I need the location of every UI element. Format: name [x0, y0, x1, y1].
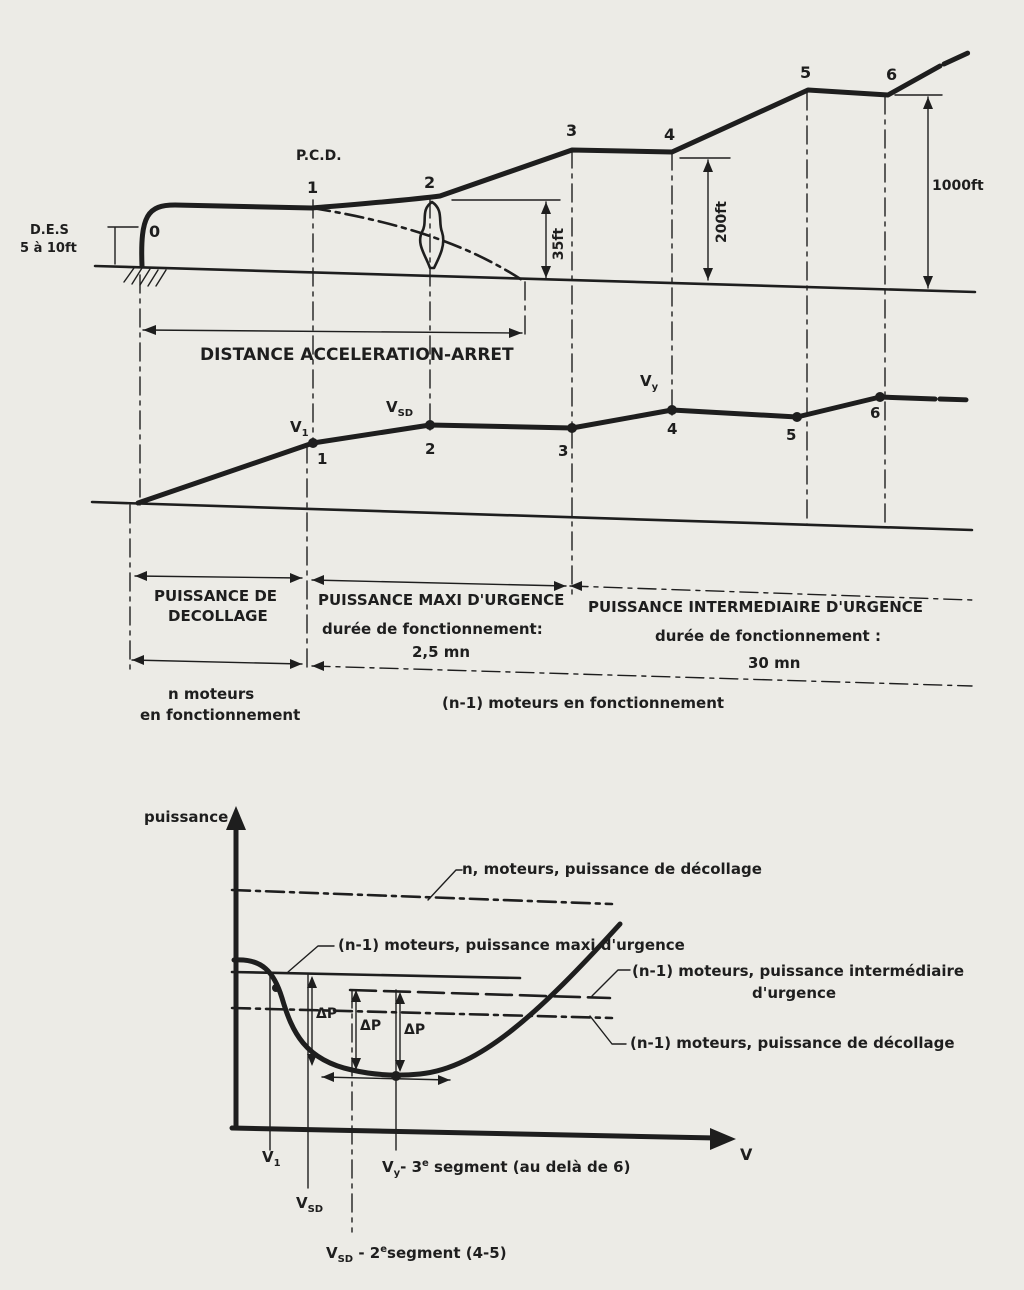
phase-max-duration-1: durée de fonctionnement:	[322, 620, 543, 638]
phase-takeoff-power-1: PUISSANCE DE	[154, 587, 277, 605]
distance-label: DISTANCE ACCELERATION-ARRET	[200, 345, 514, 365]
leader-n1-max	[287, 945, 335, 973]
speed-point-6: 6	[870, 404, 880, 422]
phase-max-emergency: PUISSANCE MAXI D'URGENCE	[318, 591, 564, 609]
line-n1-takeoff	[230, 1006, 614, 1020]
speed-profile: V1 VSD Vy 1 2 3 4 5 6	[90, 372, 975, 532]
label-vsd-segment: VSD - 2esegment (4-5)	[326, 1244, 507, 1265]
profile-point-1: 1	[307, 178, 318, 197]
speed-baseline	[90, 500, 974, 532]
leader-n1-inter	[591, 969, 631, 997]
leader-n-takeoff	[427, 869, 463, 901]
speed-point-5: 5	[786, 426, 796, 444]
label-n-takeoff: n, moteurs, puissance de décollage	[462, 860, 762, 878]
profile-point-5: 5	[800, 63, 811, 82]
speed-point-3: 3	[558, 442, 568, 460]
speed-curve	[135, 394, 938, 506]
pcd-label: P.C.D.	[296, 148, 342, 164]
phase-max-duration-2: 2,5 mn	[412, 643, 470, 661]
phase-arrow-max	[311, 579, 567, 587]
height-1000-label: 1000ft	[932, 178, 984, 194]
speed-point-2: 2	[425, 440, 435, 458]
label-n1-takeoff: (n-1) moteurs, puissance de décollage	[630, 1034, 955, 1052]
engine-arrow-n1	[311, 665, 973, 687]
phases-section: PUISSANCE DE DECOLLAGE PUISSANCE MAXI D'…	[131, 571, 973, 724]
speed-vy-label: Vy	[640, 372, 659, 393]
delta-p-label-2: ΔP	[360, 1018, 381, 1034]
profile-point-3: 3	[566, 121, 577, 140]
leader-n1-takeoff	[589, 1015, 627, 1045]
engines-n-2: en fonctionnement	[140, 706, 300, 724]
des-height-label: 5 à 10ft	[20, 241, 77, 256]
flight-path-continuation	[941, 49, 973, 67]
delta-p-label-1: ΔP	[316, 1006, 337, 1022]
phase-inter-emergency: PUISSANCE INTERMEDIAIRE D'URGENCE	[588, 598, 923, 616]
line-n1-inter	[348, 988, 612, 1000]
power-x-axis-label: V	[740, 1145, 753, 1164]
profile-verticals	[129, 91, 886, 673]
label-v1: V1	[262, 1148, 281, 1169]
phase-inter-duration-2: 30 mn	[748, 654, 800, 672]
phase-takeoff-power-2: DECOLLAGE	[168, 607, 268, 625]
ground-hatching	[123, 267, 167, 287]
height-35-label: 35ft	[551, 228, 567, 261]
profile-point-6: 6	[886, 65, 897, 84]
ground-line	[93, 264, 977, 294]
label-vy-segment: Vy- 3e segment (au delà de 6)	[382, 1158, 630, 1179]
line-n1-max	[230, 970, 522, 980]
profile-point-0: 0	[149, 222, 160, 241]
delta-p-label-3: ΔP	[404, 1022, 425, 1038]
label-vsd: VSD	[296, 1194, 323, 1215]
speed-point-4: 4	[667, 420, 677, 438]
height-200-label: 200ft	[714, 201, 730, 243]
flight-path	[139, 63, 943, 269]
label-n1-max: (n-1) moteurs, puissance maxi d'urgence	[338, 936, 685, 954]
des-label: D.E.S	[30, 223, 69, 238]
speed-markers	[308, 392, 885, 448]
power-chart: puissance V ΔP ΔP ΔP	[144, 806, 964, 1265]
distance-dimension	[142, 329, 523, 334]
speed-vsd-label: VSD	[386, 398, 413, 419]
label-n1-inter-1: (n-1) moteurs, puissance intermédiaire	[632, 962, 964, 980]
takeoff-profile: D.E.S 5 à 10ft 35ft 200ft 1000ft P.C.D. …	[20, 49, 984, 673]
phase-arrow-takeoff	[134, 575, 303, 579]
speed-v1-label: V1	[290, 418, 309, 439]
profile-point-4: 4	[664, 125, 675, 144]
obstacle-icon	[418, 200, 445, 270]
speed-point-1: 1	[317, 450, 327, 468]
engine-arrow-n	[131, 659, 303, 665]
label-n1-inter-2: d'urgence	[752, 984, 836, 1002]
power-x-axis	[229, 1125, 719, 1141]
line-n-takeoff	[230, 888, 614, 906]
profile-point-2: 2	[424, 173, 435, 192]
phase-inter-duration-1: durée de fonctionnement :	[655, 627, 881, 645]
power-y-axis-label: puissance	[144, 808, 228, 826]
engines-n1: (n-1) moteurs en fonctionnement	[442, 694, 724, 712]
engines-n-1: n moteurs	[168, 685, 254, 703]
stop-path	[310, 206, 527, 284]
